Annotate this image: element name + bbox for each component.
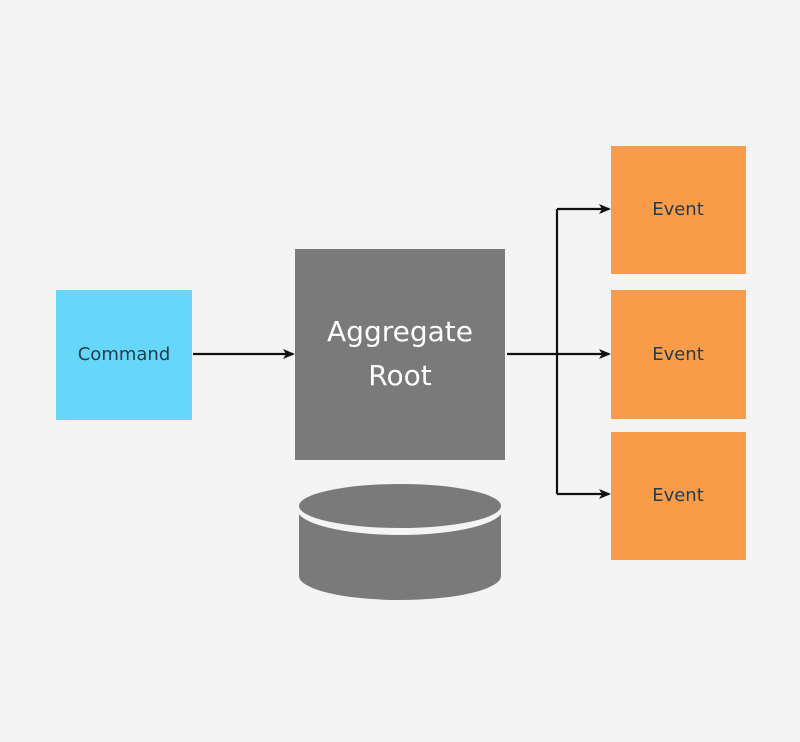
event-node-3: Event <box>611 432 746 560</box>
aggregate-root-label-line1: Aggregate <box>327 315 473 348</box>
command-box <box>56 290 192 420</box>
event-box-3 <box>611 432 746 560</box>
aggregate-root-label-line2: Root <box>368 359 431 392</box>
command-node: Command <box>56 290 192 420</box>
command-label: Command <box>78 344 171 365</box>
event-node-2: Event <box>611 290 746 419</box>
database-top <box>299 484 501 528</box>
event-box-1 <box>611 146 746 274</box>
database-bottom <box>299 552 501 600</box>
aggregate-root-box <box>295 249 505 460</box>
event-label-3: Event <box>652 485 704 506</box>
database-icon <box>297 483 503 600</box>
event-label-2: Event <box>652 344 704 365</box>
aggregate-root-node: Aggregate Root <box>295 249 505 460</box>
event-label-1: Event <box>652 199 704 220</box>
event-node-1: Event <box>611 146 746 274</box>
event-box-2 <box>611 290 746 419</box>
